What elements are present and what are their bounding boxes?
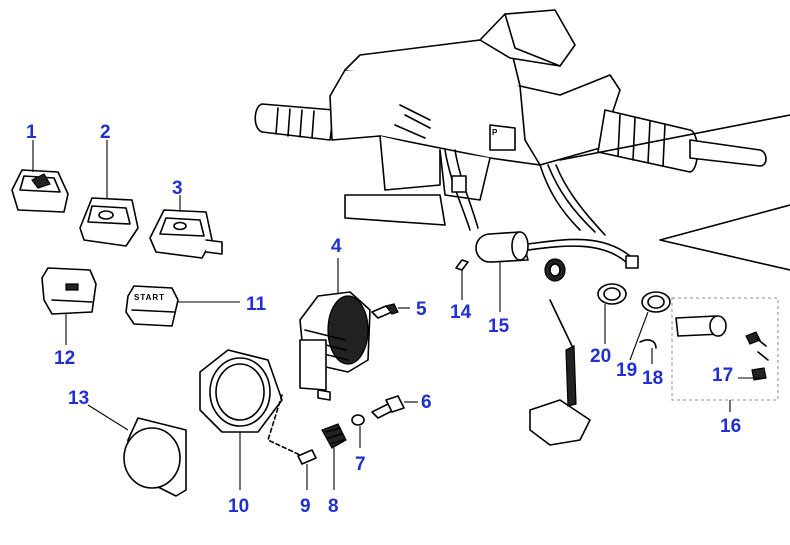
handlebar-assembly: P [254, 9, 790, 271]
part-4-headlight [299, 258, 371, 401]
callout-2: 2 [100, 122, 111, 143]
callout-17: 17 [712, 365, 733, 386]
logo-mark-p: P [492, 128, 498, 137]
part-18-clip [639, 339, 657, 364]
part-15-ignition-switch [475, 231, 639, 312]
part-9-pin [297, 449, 317, 490]
part-6-bolt [371, 395, 418, 419]
part-1-switch [11, 140, 69, 213]
callout-4: 4 [331, 236, 342, 257]
part-5-screw [371, 303, 410, 319]
part-16-lock-set [671, 297, 779, 412]
part-19-sleeve [629, 291, 671, 361]
part-14-pin [455, 259, 469, 300]
part-12-button [41, 267, 97, 345]
callout-6: 6 [421, 392, 432, 413]
callout-11: 11 [246, 294, 267, 315]
callout-14: 14 [450, 302, 472, 323]
callout-1: 1 [26, 122, 37, 143]
callout-10: 10 [228, 496, 249, 517]
part-8-knob [321, 423, 347, 490]
callout-19: 19 [616, 360, 637, 381]
callout-labels: 1 2 3 4 5 6 7 8 9 10 11 12 13 14 15 16 1… [26, 122, 741, 517]
callout-8: 8 [328, 496, 339, 517]
callout-13: 13 [68, 388, 89, 409]
callout-3: 3 [172, 178, 183, 199]
steering-column-piece [529, 299, 591, 446]
part-20-bushing [597, 283, 627, 344]
callout-9: 9 [300, 496, 311, 517]
callout-20: 20 [590, 346, 611, 367]
callout-16: 16 [720, 416, 741, 437]
callout-5: 5 [416, 299, 427, 320]
callout-7: 7 [355, 454, 366, 475]
part-3-switch [149, 195, 223, 259]
part-11-start-button: START [125, 285, 240, 327]
callout-18: 18 [642, 368, 663, 389]
part-10-headlight-ring [199, 349, 301, 490]
part-2-switch [79, 140, 139, 247]
callout-15: 15 [488, 316, 510, 337]
part-13-cover-plate [87, 404, 187, 497]
start-label: START [134, 293, 165, 302]
part-7-washer [351, 414, 365, 448]
callout-12: 12 [54, 348, 75, 369]
